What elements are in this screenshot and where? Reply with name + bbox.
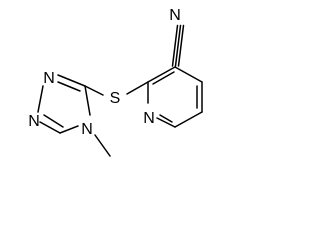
s-triazole-bond [84, 85, 104, 96]
pyridine-ring [147, 66, 203, 128]
triazole-n1-label: N [43, 70, 55, 87]
triazole-ring [37, 74, 91, 134]
c-s-bond [126, 81, 149, 95]
n-methyl-bond [94, 134, 111, 157]
nitrile-n-label: N [169, 7, 181, 24]
triazole-n2-label: N [28, 113, 40, 130]
nitrile-triple-bond [171, 24, 185, 67]
sulfur-label: S [110, 90, 121, 107]
triazole-n4-label: N [81, 121, 93, 138]
structure-diagram: N S N N N N [0, 0, 213, 178]
molecule-drawing: N S N N N N [28, 7, 203, 157]
pyridine-n-label: N [143, 110, 155, 127]
